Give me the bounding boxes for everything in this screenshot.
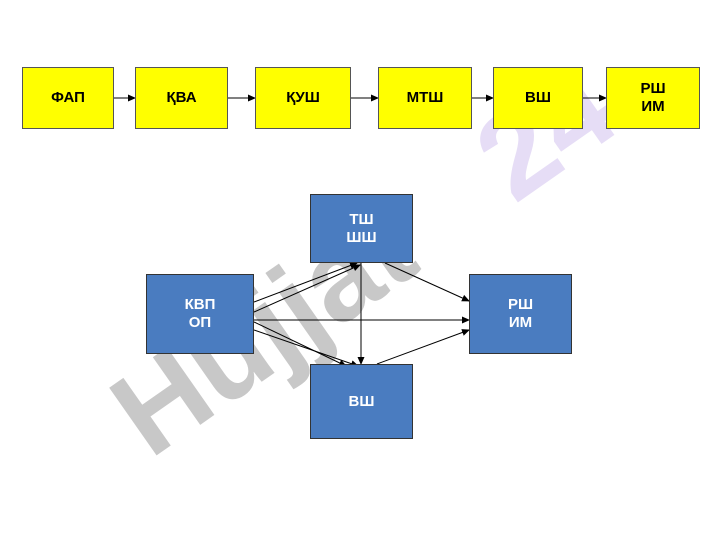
- box-mtsh: МТШ: [378, 67, 472, 129]
- arrow-kvp-to-vsh-2: [253, 329, 359, 368]
- box-rsh-bottom-label-line2: ИМ: [508, 314, 533, 331]
- box-mtsh-label: МТШ: [406, 89, 444, 106]
- box-rsh-top-label-line2: ИМ: [641, 98, 665, 115]
- box-kush-label: ҚУШ: [286, 89, 320, 106]
- box-vsh-top-label: ВШ: [525, 89, 551, 106]
- box-fap: ФАП: [22, 67, 114, 129]
- box-kush: ҚУШ: [255, 67, 351, 129]
- box-kva-label: ҚВА: [166, 89, 197, 106]
- box-fap-label: ФАП: [51, 89, 85, 106]
- arrow-tsh-to-rsh: [384, 262, 470, 302]
- box-kva: ҚВА: [135, 67, 228, 129]
- box-rsh-bottom: РШ ИМ: [469, 274, 572, 354]
- box-vsh-bottom-label: ВШ: [348, 392, 375, 410]
- box-tsh: ТШ ШШ: [310, 194, 413, 263]
- arrow-kvp-to-vsh-1: [253, 321, 347, 367]
- box-kvp-label-line1: КВП: [184, 296, 216, 313]
- box-tsh-label-line2: ШШ: [346, 228, 377, 246]
- box-vsh-top: ВШ: [493, 67, 583, 129]
- box-kvp-label-line2: ОП: [188, 314, 212, 331]
- box-rsh-top: РШ ИМ: [606, 67, 700, 129]
- box-rsh-top-label-line1: РШ: [640, 80, 666, 97]
- box-vsh-bottom: ВШ: [310, 364, 413, 439]
- arrow-kvp-to-tsh-2: [253, 264, 361, 313]
- box-tsh-label-line1: ТШ: [349, 210, 374, 228]
- arrow-vsh-to-rsh: [376, 329, 470, 365]
- box-rsh-bottom-label-line1: РШ: [507, 296, 534, 313]
- arrow-kvp-to-tsh-1: [253, 262, 358, 303]
- box-kvp: КВП ОП: [146, 274, 254, 354]
